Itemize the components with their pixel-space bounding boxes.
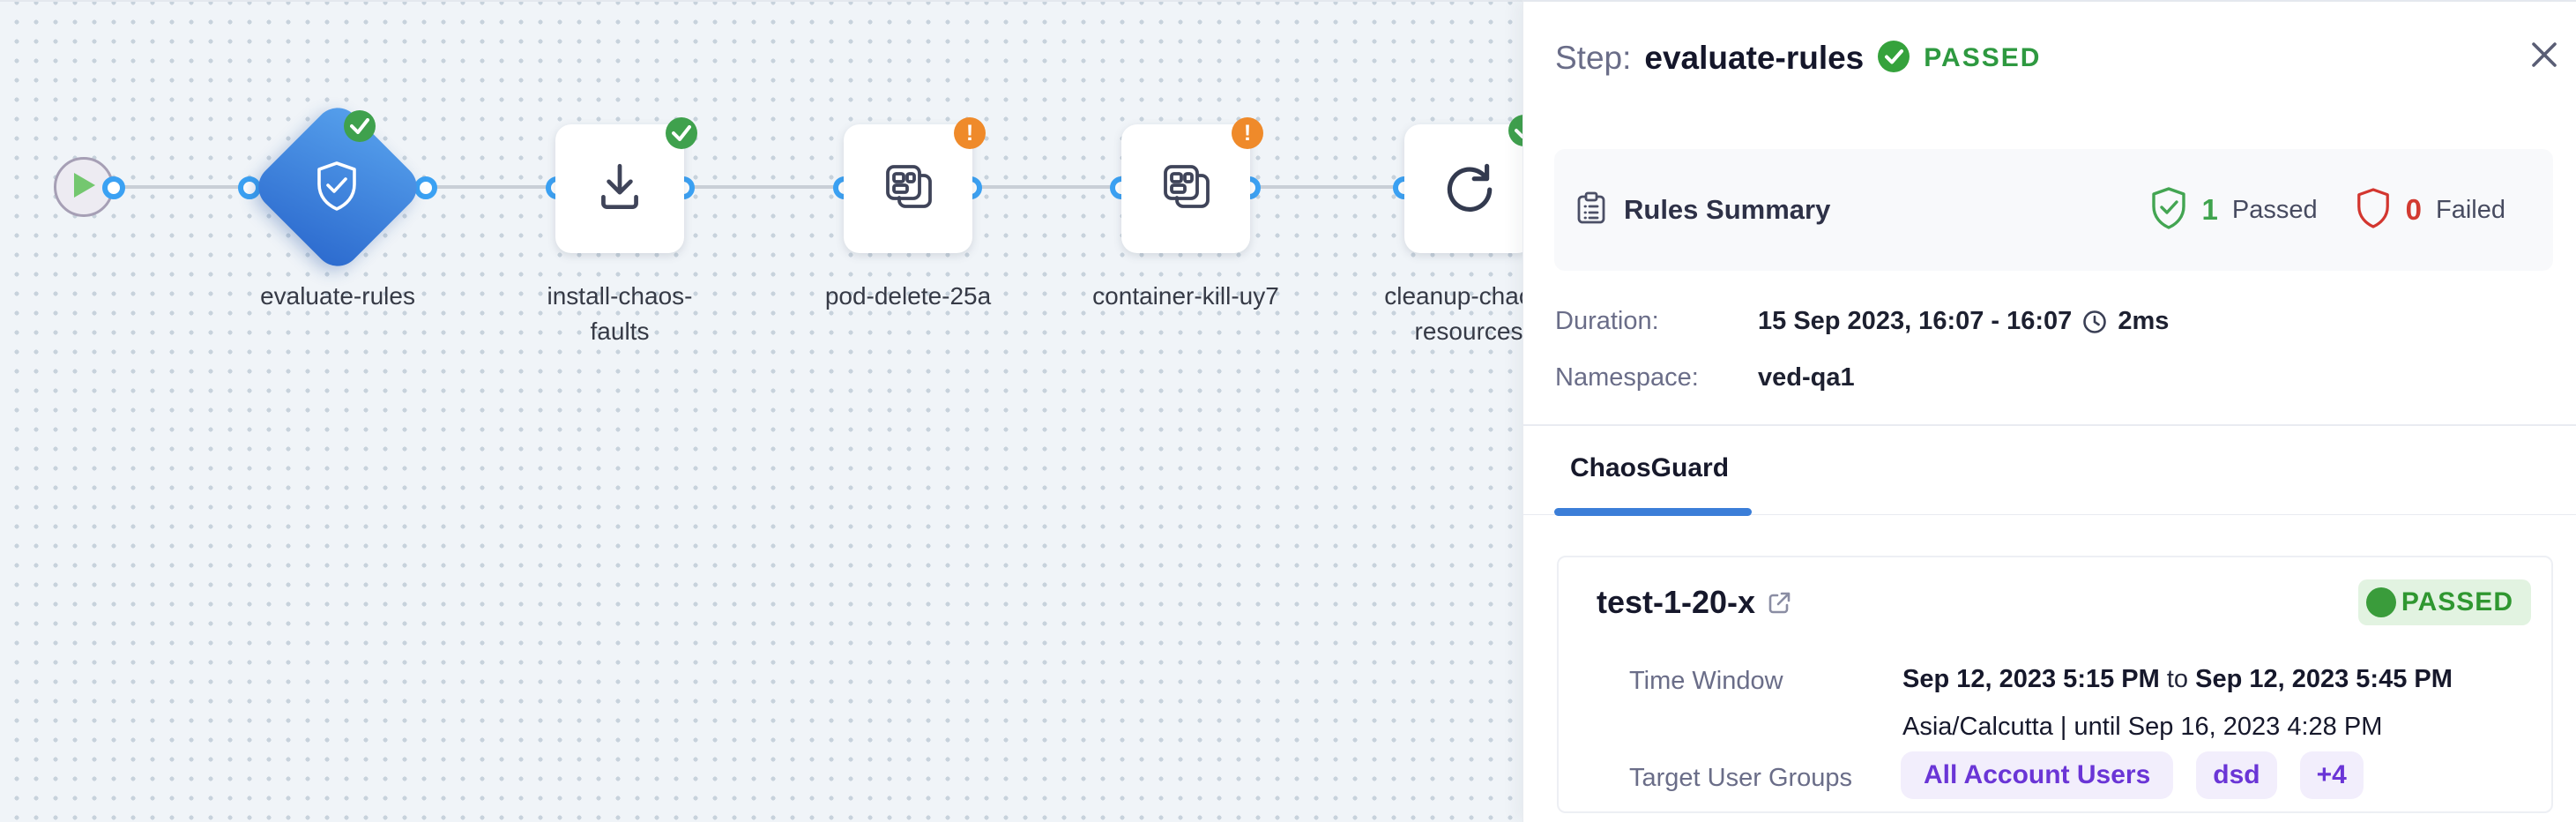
rules-summary-counts: 1 Passed 0 Failed — [2149, 186, 2505, 235]
target-user-groups: All Account Users dsd +4 — [1901, 751, 2364, 799]
condition-title: test-1-20-x — [1597, 584, 1756, 620]
exclamation-icon: ! — [1243, 120, 1252, 146]
success-badge — [666, 117, 697, 149]
rules-summary-title: Rules Summary — [1624, 194, 1831, 225]
chaos-experiment-icon — [880, 159, 936, 220]
step-details-panel: Step: evaluate-rules PASSED — [1523, 0, 2576, 822]
condition-status-badge: PASSED — [2357, 579, 2531, 625]
chaos-experiment-icon — [1158, 159, 1214, 220]
target-user-groups-label: Target User Groups — [1629, 764, 1853, 792]
node-pod-delete-25a[interactable] — [844, 124, 972, 253]
duration-elapsed: 2ms — [2118, 307, 2170, 335]
node-label: cleanup-chaos-resources — [1384, 282, 1523, 345]
user-group-more-badge[interactable]: +4 — [2299, 751, 2364, 799]
namespace-row: Namespace: ved-qa1 — [1555, 363, 1855, 392]
chaosguard-condition-card: test-1-20-x PASSED Time Window Sep 12, 2… — [1557, 556, 2553, 813]
duration-row: Duration: 15 Sep 2023, 16:07 - 16:07 2ms — [1555, 307, 2169, 336]
shield-icon — [2355, 187, 2392, 234]
rules-summary-left: Rules Summary — [1576, 191, 1830, 229]
time-window-label: Time Window — [1629, 667, 1783, 695]
node-install-chaos-faults[interactable] — [555, 124, 684, 253]
rules-summary-card: Rules Summary 1 Passed 0 Failed — [1554, 149, 2553, 271]
failed-count: 0 — [2405, 193, 2422, 226]
download-icon — [591, 158, 649, 220]
pipeline-edge — [84, 185, 1523, 189]
shield-check-icon — [2149, 186, 2188, 235]
close-button[interactable] — [2525, 37, 2564, 76]
connector-dot — [102, 176, 125, 199]
user-group-badge: dsd — [2196, 751, 2277, 799]
tab-chaosguard[interactable]: ChaosGuard — [1570, 453, 1730, 482]
external-link-icon[interactable] — [1768, 591, 1791, 615]
warning-badge: ! — [1232, 117, 1263, 149]
node-container-kill-uy7[interactable] — [1121, 124, 1250, 253]
step-status-badge: PASSED — [1924, 43, 2042, 72]
refresh-icon — [1440, 158, 1498, 220]
step-name: evaluate-rules — [1644, 40, 1865, 76]
node-cleanup-chaos-resources[interactable] — [1404, 124, 1523, 253]
clock-icon — [2082, 310, 2107, 334]
node-label: pod-delete-25a — [824, 282, 992, 310]
node-label: evaluate-rules — [260, 282, 415, 310]
success-badge — [344, 110, 376, 142]
panel-header: Step: evaluate-rules PASSED — [1555, 34, 2041, 83]
passed-label: Passed — [2231, 195, 2318, 224]
play-icon — [71, 171, 97, 204]
namespace-value: ved-qa1 — [1758, 363, 1855, 392]
close-icon — [2528, 39, 2560, 75]
section-divider — [1523, 424, 2576, 426]
shield-check-icon — [314, 161, 360, 216]
active-tab-underline — [1554, 508, 1752, 516]
namespace-label: Namespace: — [1555, 363, 1699, 392]
step-label: Step: — [1555, 40, 1632, 76]
tab-baseline — [1523, 514, 2576, 515]
duration-label: Duration: — [1555, 307, 1659, 335]
connector-dot — [414, 176, 437, 199]
warning-badge: ! — [954, 117, 986, 149]
user-group-badge: All Account Users — [1901, 751, 2174, 799]
duration-value: 15 Sep 2023, 16:07 - 16:07 — [1758, 307, 2073, 335]
check-circle-icon — [1877, 40, 1910, 78]
node-label: container-kill-uy7 — [1092, 282, 1279, 310]
time-window-value: Sep 12, 2023 5:15 PM to Sep 12, 2023 5:4… — [1902, 665, 2453, 693]
clipboard-icon — [1576, 191, 1606, 229]
status-dot-icon — [2365, 587, 2396, 617]
pipeline-canvas[interactable]: ! ! — [0, 0, 1523, 822]
exclamation-icon: ! — [965, 120, 974, 146]
timezone-line: Asia/Calcutta | until Sep 16, 2023 4:28 … — [1902, 713, 2383, 741]
failed-label: Failed — [2436, 195, 2505, 224]
node-label: install-chaos-faults — [547, 282, 693, 345]
success-badge — [1508, 115, 1523, 146]
passed-count: 1 — [2201, 193, 2218, 226]
pipeline-start-node[interactable] — [54, 157, 114, 217]
